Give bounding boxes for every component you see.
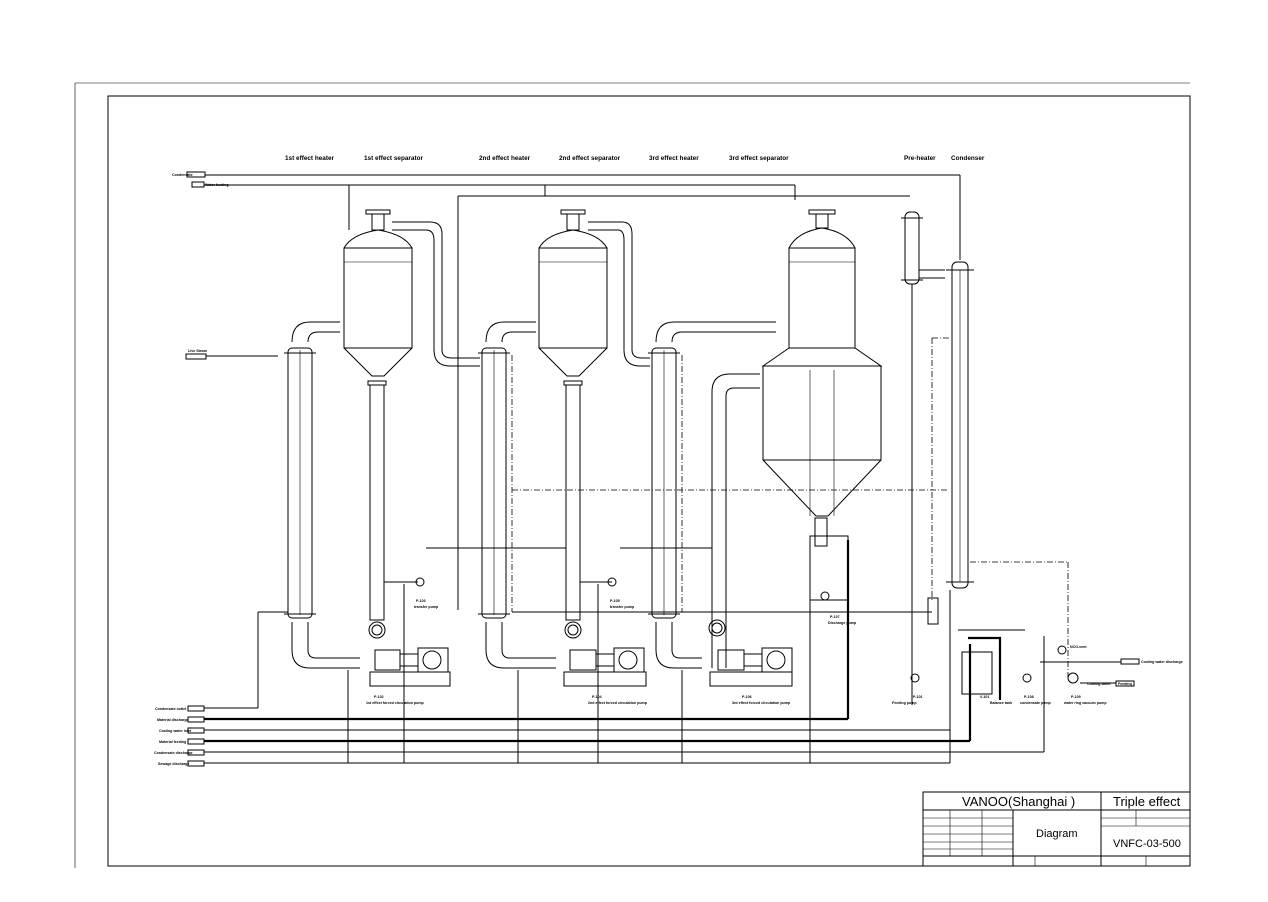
- name-v101: Balance tank: [990, 701, 1012, 705]
- label-cooling-water: Cooling-water: [1087, 682, 1112, 686]
- drawing-title: Diagram: [1036, 828, 1078, 840]
- left-line-4: Material feeding: [159, 740, 186, 744]
- tag-p106: P-106: [742, 695, 752, 699]
- label-ncg-vent: NCG-vent: [1070, 645, 1087, 649]
- name-p106: 3rd effect forced circulation pump: [732, 701, 791, 705]
- sheet-frame: [74, 82, 1191, 868]
- tag-p108: P-108: [1024, 695, 1034, 699]
- name-p101: Feeding pump: [892, 701, 917, 705]
- tag-p109: P-109: [1071, 695, 1081, 699]
- tag-p104: P-104: [592, 695, 602, 699]
- equipment-headers: 1st effect heater 1st effect separator 2…: [285, 155, 985, 162]
- left-line-1: Condensate outlet: [155, 707, 187, 711]
- header-3rd-effect-heater: 3rd effect heater: [649, 155, 699, 162]
- name-p104: 2nd effect forced circulation pump: [588, 701, 648, 705]
- left-line-5: Condensate discharge: [154, 751, 193, 755]
- left-line-3: Cooling water inlet: [159, 729, 192, 733]
- tag-v101: V-101: [980, 695, 989, 699]
- label-live-steam: Live Steam: [188, 349, 207, 353]
- tag-p102: P-102: [374, 695, 384, 699]
- label-feeding: Feeding: [1118, 682, 1132, 686]
- left-line-2: Material discharge: [157, 718, 189, 722]
- header-1st-effect-separator: 1st effect separator: [364, 155, 423, 162]
- label-condensate: Condensate: [172, 173, 193, 177]
- name-p108: condensate pump: [1020, 701, 1052, 705]
- third-effect: P-106 3rd effect forced circulation pump…: [648, 209, 883, 705]
- dashed-lines: [511, 337, 1069, 680]
- title-block: VANOO(Shanghai ) Triple effect Diagram V…: [922, 791, 1191, 867]
- drawing-number: VNFC-03-500: [1113, 838, 1181, 850]
- name-p109: water ring vacuum pump: [1063, 701, 1107, 705]
- second-effect: P-104 2nd effect forced circulation pump…: [478, 209, 650, 705]
- top-left-lines: Condensate Water feeding: [172, 171, 961, 610]
- name-p105: transfer pump: [610, 605, 635, 609]
- project-name: Triple effect: [1113, 794, 1181, 809]
- company-name: VANOO(Shanghai ): [962, 794, 1075, 809]
- header-condenser: Condenser: [951, 155, 985, 162]
- tag-p103: P-103: [416, 599, 426, 603]
- steam-inlet: Live Steam: [185, 349, 278, 360]
- transfer-lines: [257, 547, 932, 708]
- name-p103: transfer pump: [414, 605, 439, 609]
- bottom-manifold: Condensate outlet Material discharge Coo…: [154, 540, 1044, 767]
- label-cooling-discharge: Cooling water discharge: [1141, 660, 1183, 664]
- left-line-6: Sewage discharge: [158, 762, 189, 766]
- header-2nd-effect-separator: 2nd effect separator: [559, 155, 621, 162]
- first-effect: P-102 1st effect forced circulation pump…: [284, 209, 480, 705]
- tag-p101: P-101: [913, 695, 923, 699]
- header-pre-heater: Pre-heater: [904, 155, 936, 162]
- tag-p105: P-105: [610, 599, 620, 603]
- name-p107: Discharge pump: [828, 621, 857, 625]
- header-1st-effect-heater: 1st effect heater: [285, 155, 335, 162]
- header-2nd-effect-heater: 2nd effect heater: [479, 155, 531, 162]
- tag-p107: P-107: [830, 615, 840, 619]
- condenser-section: V-101 Balance tank P-101 Feeding pump P-…: [892, 211, 1183, 752]
- header-3rd-effect-separator: 3rd effect separator: [729, 155, 789, 162]
- name-p102: 1st effect forced circulation pump: [366, 701, 425, 705]
